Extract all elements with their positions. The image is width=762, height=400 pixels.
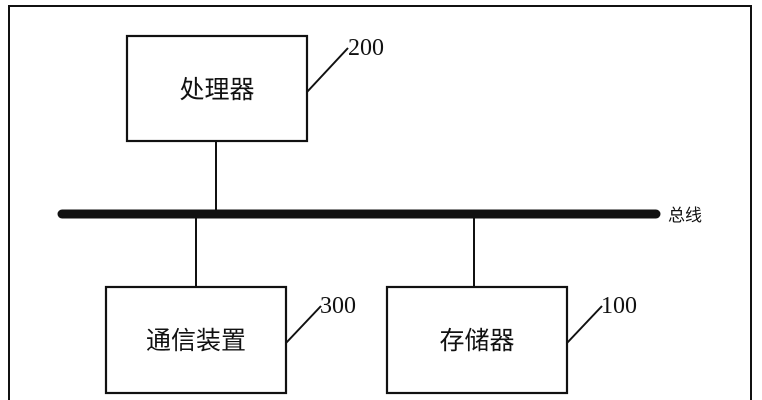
processor-ref: 200 bbox=[348, 35, 384, 61]
communication-device-ref: 300 bbox=[320, 293, 356, 319]
outer-frame bbox=[8, 5, 752, 400]
communication-device-leader-line bbox=[285, 305, 322, 344]
communication-device-label: 通信装置 bbox=[146, 326, 246, 355]
bus-label: 总线 bbox=[668, 206, 702, 226]
memory-box bbox=[385, 285, 569, 395]
processor-block: 处理器 200 bbox=[125, 34, 384, 143]
communication-device-block: 通信装置 300 bbox=[104, 285, 356, 395]
processor-label: 处理器 bbox=[179, 75, 254, 104]
processor-leader-line bbox=[306, 47, 349, 93]
memory-label: 存储器 bbox=[439, 326, 514, 355]
memory-leader-line bbox=[566, 305, 603, 344]
memory-ref: 100 bbox=[601, 293, 637, 319]
bus: 总线 bbox=[57, 206, 702, 226]
memory-block: 存储器 100 bbox=[385, 285, 637, 395]
communication-device-box bbox=[104, 285, 288, 395]
